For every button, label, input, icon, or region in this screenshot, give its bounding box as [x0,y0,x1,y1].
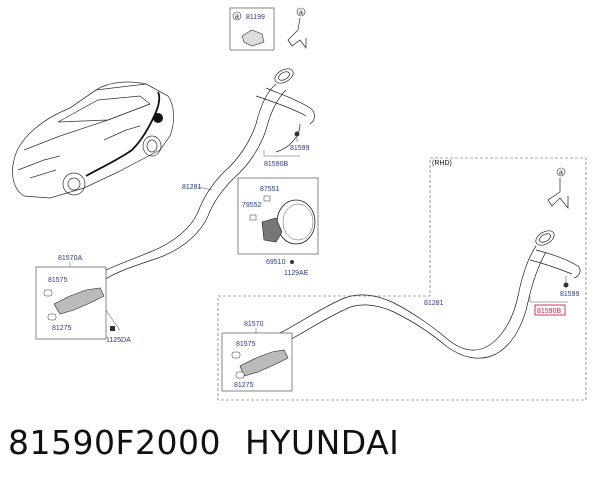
label-81275-b: 81275 [234,382,254,389]
callout-a-icon [232,11,242,21]
callout-a-rhd-icon [556,167,566,177]
label-81570: 81570 [244,321,264,328]
parts-diagram: a 81199 a 81599 81590B 81281 87551 79552… [12,7,587,401]
label-81599-rhd: 81599 [560,291,580,298]
caption-brand: HYUNDAI [244,423,400,462]
highlight-81590B-box [534,304,566,316]
callout-a-label: a [235,14,239,21]
label-81281-rhd: 81281 [424,300,444,307]
fuel-door-hinge-icon [261,217,283,243]
label-81570A: 81570A [58,255,82,262]
part-87551-icon [263,195,271,202]
clip-81599-icon [294,131,300,137]
label-1129AE: 1129AE [284,270,309,277]
filler-neck-upper [97,17,315,281]
label-87551: 87551 [260,186,280,193]
part-79552-icon [249,214,257,221]
label-79552: 79552 [242,202,262,209]
label-81575-a: 81575 [48,277,68,284]
callout-a-top-label: a [299,10,303,17]
caption: 81590F2000 HYUNDAI [8,423,399,462]
fuel-door-lid-icon [276,199,316,245]
callout-a-rhd-label: a [559,170,563,177]
opener-lever-b-icon [239,349,289,377]
caption-part-number: 81590F2000 [8,423,221,462]
car-illustration [12,81,174,199]
label-81281-main: 81281 [182,184,202,191]
label-81575-b: 81575 [236,341,256,348]
label-81590B-rhd: 81590B [537,308,561,315]
opener-lever-a-icon [53,287,105,315]
car-fuel-line-highlight [85,91,161,177]
car-fuel-door-highlight [153,113,163,123]
label-81590B: 81590B [264,161,288,168]
label-81275-a: 81275 [52,325,72,332]
label-1125DA: 1125DA [106,337,131,344]
part-81199-icon [241,29,265,47]
rhd-label: (RHD) [432,160,452,167]
detail-box-81199 [229,7,275,51]
label-81599-top: 81599 [290,145,310,152]
detail-box-81570A [35,266,107,340]
label-81199: 81199 [246,14,265,21]
callout-a-top-icon [296,7,306,17]
rhd-dashed-box [217,157,587,401]
label-69510: 69510 [266,259,286,266]
